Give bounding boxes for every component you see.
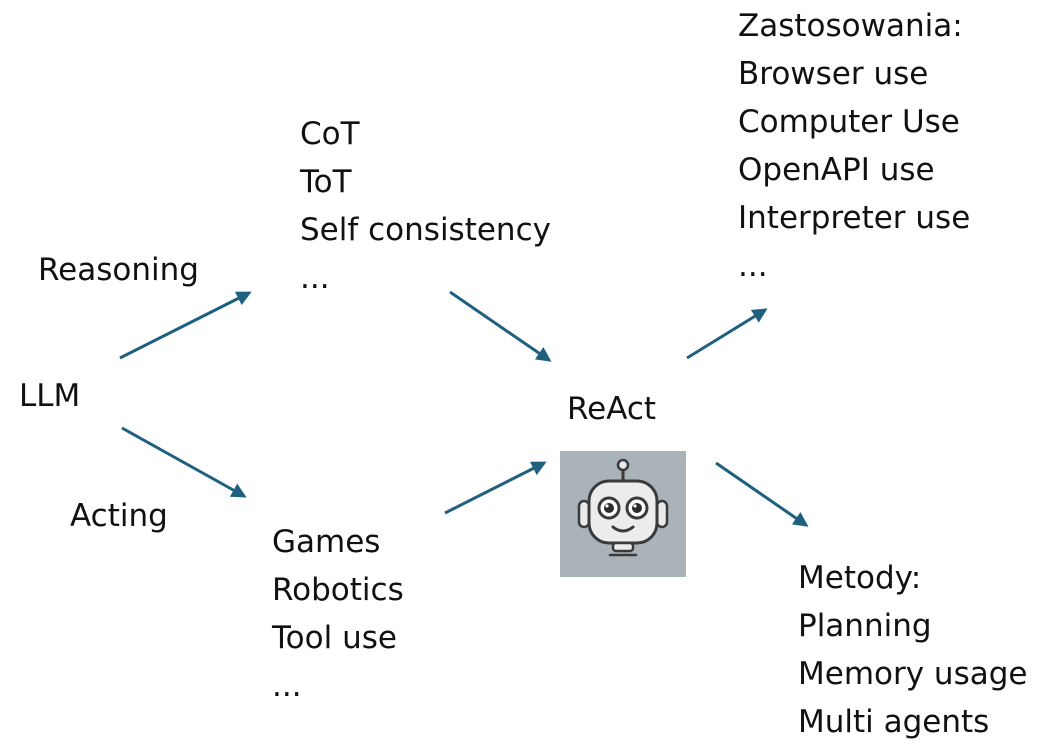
reasoning-item: ... bbox=[300, 260, 330, 296]
robot-icon-tile bbox=[560, 451, 686, 577]
arrow-llm-to-acting bbox=[121, 426, 247, 498]
arrow-reasoning-to-react bbox=[449, 290, 552, 362]
robot-icon bbox=[577, 458, 669, 557]
reasoning-methods-list: CoT ToT Self consistency ... bbox=[300, 110, 551, 302]
reasoning-item: ToT bbox=[300, 164, 352, 200]
acting-item: Tool use bbox=[272, 620, 397, 656]
reasoning-item: Self consistency bbox=[300, 212, 551, 248]
methods-list: Metody: Planning Memory usage Multi agen… bbox=[798, 554, 1027, 746]
application-item: Computer Use bbox=[738, 104, 960, 140]
application-item: Interpreter use bbox=[738, 200, 971, 236]
acting-item: Games bbox=[272, 524, 381, 560]
root-label-llm: LLM bbox=[19, 378, 81, 414]
reasoning-item: CoT bbox=[300, 116, 360, 152]
applications-heading: Zastosowania: bbox=[738, 8, 963, 44]
branch-label-acting: Acting bbox=[70, 498, 168, 534]
applications-list: Zastosowania: Browser use Computer Use O… bbox=[738, 2, 970, 290]
acting-item: ... bbox=[272, 668, 302, 704]
application-item: Browser use bbox=[738, 56, 929, 92]
application-item: ... bbox=[738, 248, 768, 284]
application-item: OpenAPI use bbox=[738, 152, 935, 188]
arrow-react-to-applications bbox=[686, 308, 768, 360]
branch-label-reasoning: Reasoning bbox=[38, 252, 199, 288]
acting-item: Robotics bbox=[272, 572, 404, 608]
arrow-react-to-methods bbox=[715, 461, 809, 527]
method-item: Multi agents bbox=[798, 704, 990, 740]
acting-domains-list: Games Robotics Tool use ... bbox=[272, 518, 404, 710]
method-item: Planning bbox=[798, 608, 932, 644]
center-label-react: ReAct bbox=[567, 391, 657, 427]
arrow-acting-to-react bbox=[444, 461, 547, 515]
arrow-llm-to-reasoning bbox=[119, 291, 252, 360]
methods-heading: Metody: bbox=[798, 560, 922, 596]
method-item: Memory usage bbox=[798, 656, 1028, 692]
